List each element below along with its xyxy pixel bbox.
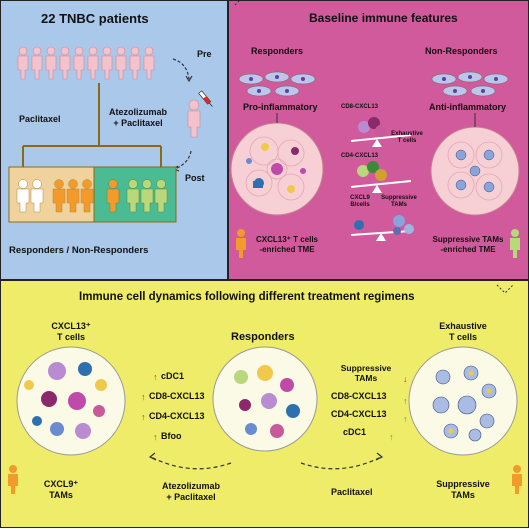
nonresponder-figure-icon xyxy=(510,229,520,258)
arrow-right-curve xyxy=(300,456,382,470)
responders-footer: Responders / Non-Responders xyxy=(9,245,149,256)
patient-figure-icon xyxy=(187,99,201,138)
cd4-cxcl13-label: CD4-CXCL13 xyxy=(341,153,379,159)
patients-graphics xyxy=(8,46,213,223)
dynamics-title: Immune cell dynamics following different… xyxy=(79,291,415,303)
panel-baseline: Baseline immune features Responders Non-… xyxy=(228,0,529,280)
right-patient-figure-icon xyxy=(512,465,522,494)
cxcl13-tme-caption: CXCL13⁺ T cells-enriched TME xyxy=(255,235,319,254)
cd8-cxcl13-label: CD8-CXCL13 xyxy=(341,104,379,110)
svg-text:↑: ↑ xyxy=(141,392,146,402)
anti-inflammatory-label: Anti-inflammatory xyxy=(429,102,507,112)
tme-left-cells xyxy=(246,143,306,193)
right-list-item: Suppressive TAMs xyxy=(340,363,392,384)
panel-dynamics: ↑ ↑ ↑ ↑ ↓ ↑ ↑ ↑ Immune cell dynamics fol… xyxy=(0,280,529,528)
arrow-left-curve xyxy=(150,456,232,470)
group-right-figures xyxy=(106,179,168,213)
right-list-item: CD4-CXCL13 xyxy=(331,409,387,419)
right-list-item: cDC1 xyxy=(343,427,367,437)
group-left-figures xyxy=(16,179,94,213)
left-list-item: Bfoo xyxy=(161,431,182,441)
svg-text:↑: ↑ xyxy=(403,414,408,424)
baseline-graphics xyxy=(230,1,520,258)
post-label: Post xyxy=(185,173,205,183)
right-list-arrows: ↓ ↑ ↑ ↑ xyxy=(389,374,408,442)
left-list-item: CD4-CXCL13 xyxy=(149,411,205,421)
syringe-icon xyxy=(198,90,213,107)
supp-tam-cluster xyxy=(393,215,414,235)
arm-paclitaxel-label: Paclitaxel xyxy=(19,114,61,124)
responder-figure-icon xyxy=(236,229,246,258)
svg-text:↓: ↓ xyxy=(403,374,408,384)
suppressive-tme-caption: Suppressive TAMs-enriched TME xyxy=(432,235,504,254)
nonresponders-heading: Non-Responders xyxy=(425,46,498,56)
cd8-cluster xyxy=(358,117,387,137)
center-circle-cells xyxy=(234,365,300,438)
svg-text:↑: ↑ xyxy=(389,432,394,442)
baseline-title: Baseline immune features xyxy=(309,11,458,25)
right-list-item: CD8-CXCL13 xyxy=(331,391,387,401)
left-circle-label: CXCL13⁺T cells xyxy=(51,321,91,342)
dashed-arrow-icon xyxy=(172,58,190,80)
dynamics-graphics: ↑ ↑ ↑ ↑ ↓ ↑ ↑ ↑ xyxy=(8,284,522,494)
responders-heading: Responders xyxy=(251,46,304,56)
arm-atezolizumab-label: Atezolizumab+ Paclitaxel xyxy=(108,107,167,128)
patients-title: 22 TNBC patients xyxy=(41,11,149,26)
left-circle-cells xyxy=(24,362,107,439)
cell-row-left xyxy=(238,71,316,97)
cd4-cluster xyxy=(357,161,387,181)
tme-right-cells xyxy=(455,149,495,193)
left-patient-figure-icon xyxy=(8,465,18,494)
svg-text:↑: ↑ xyxy=(153,372,158,382)
arrow-left-label: Atezolizumab+ Paclitaxel xyxy=(161,481,220,502)
patient-row xyxy=(17,46,155,80)
svg-text:↑: ↑ xyxy=(153,432,158,442)
pro-inflammatory-label: Pro-inflammatory xyxy=(243,102,318,112)
left-list-arrows: ↑ ↑ ↑ ↑ xyxy=(141,372,158,442)
svg-text:↑: ↑ xyxy=(141,412,146,422)
pre-label: Pre xyxy=(197,49,212,59)
left-list-item: cDC1 xyxy=(161,371,185,381)
left-list-item: CD8-CXCL13 xyxy=(149,391,205,401)
bottom-left-label: CXCL9⁺TAMs xyxy=(43,479,79,500)
panel-patients: 22 TNBC patients Pre Paclitaxel Atezoliz… xyxy=(0,0,228,280)
svg-text:↑: ↑ xyxy=(403,396,408,406)
center-circle-label: Responders xyxy=(231,331,295,343)
arrow-right-label: Paclitaxel xyxy=(331,487,373,497)
